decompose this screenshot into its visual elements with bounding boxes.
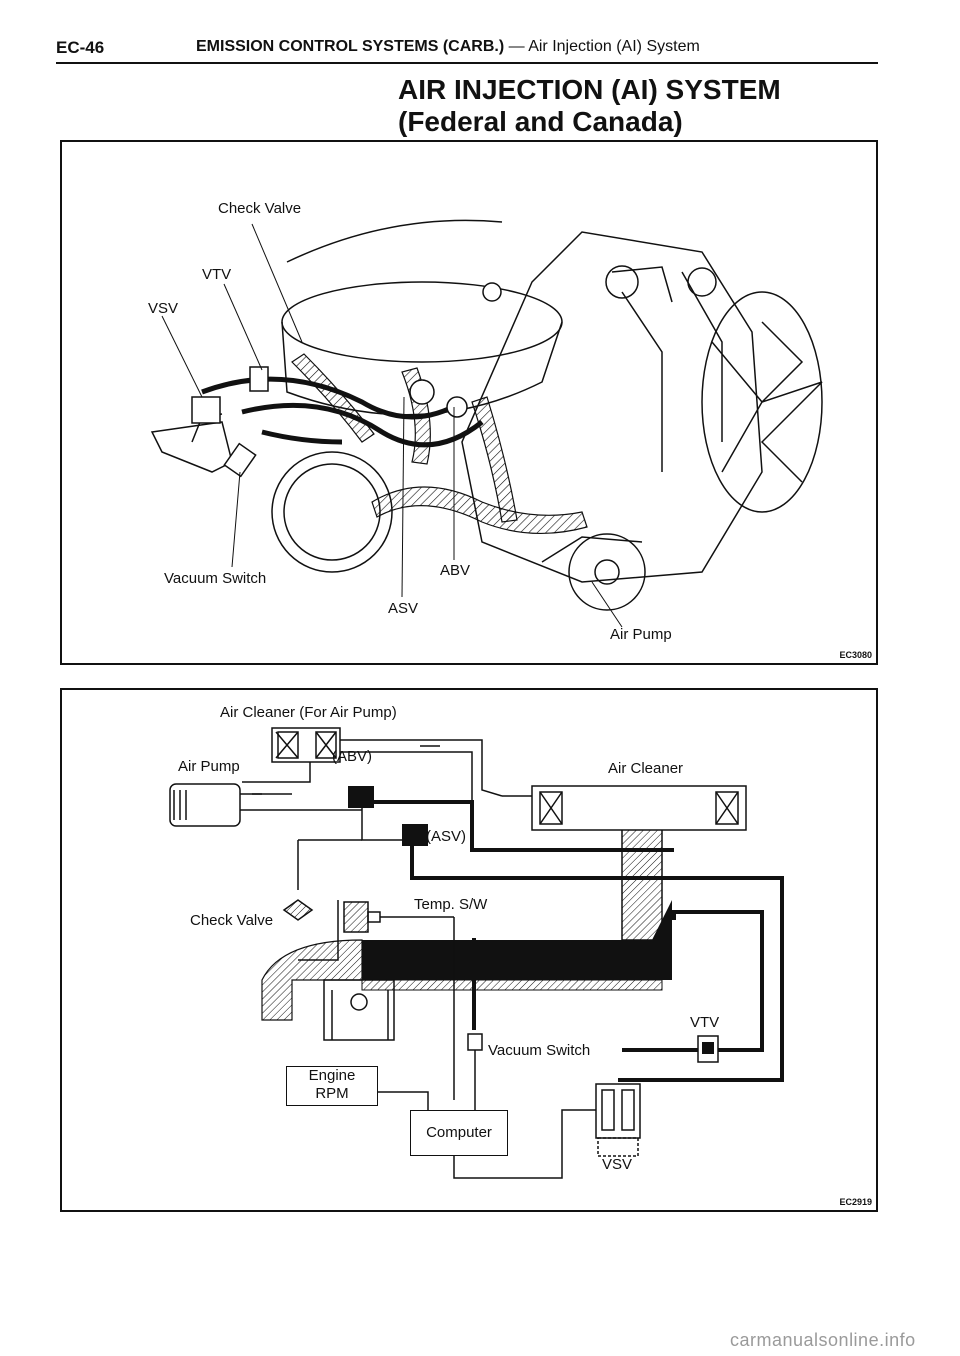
asv-body xyxy=(409,379,435,405)
label-abv-2: (ABV) xyxy=(332,748,373,765)
oil-cap xyxy=(605,265,639,299)
temp-switch-schematic xyxy=(343,901,455,1100)
section-title: EMISSION CONTROL SYSTEMS (CARB.) — Air I… xyxy=(196,38,700,56)
page-title: AIR INJECTION (AI) SYSTEM (Federal and C… xyxy=(398,74,781,138)
label-air-pump-2: Air Pump xyxy=(178,758,240,775)
air-cleaner-canister xyxy=(271,451,393,573)
vsv-schematic xyxy=(453,1083,641,1179)
title-line-2: (Federal and Canada) xyxy=(398,106,683,137)
vacuum-switch-body xyxy=(223,442,257,478)
vtv-schematic xyxy=(697,1035,719,1063)
vtv-body xyxy=(249,366,269,392)
label-check-valve: Check Valve xyxy=(218,200,302,217)
label-vacuum-switch-2: Vacuum Switch xyxy=(488,1042,591,1059)
label-temp-switch: Temp. S/W xyxy=(414,896,488,913)
air-pump-pulley xyxy=(568,533,646,611)
air-pump-schematic xyxy=(169,783,362,827)
engine-cylinder xyxy=(282,899,395,1041)
label-air-cleaner: Air Cleaner xyxy=(608,760,684,777)
rpm-label: RPM xyxy=(315,1085,349,1102)
intake-manifold xyxy=(261,900,672,1021)
label-air-pump: Air Pump xyxy=(610,626,672,643)
page-code: EC-46 xyxy=(56,38,105,57)
computer-label: Computer xyxy=(426,1124,492,1141)
air-cleaner-lid xyxy=(281,281,563,363)
main-air-cleaner xyxy=(502,785,747,941)
vacuum-hoses xyxy=(201,376,484,448)
label-asv-2: (ASV) xyxy=(426,828,467,845)
figure-code-2: EC2919 xyxy=(839,1197,872,1207)
label-abv: ABV xyxy=(440,562,471,579)
label-vsv: VSV xyxy=(148,300,179,317)
label-check-valve-2: Check Valve xyxy=(190,912,274,929)
label-air-cleaner-for-pump: Air Cleaner (For Air Pump) xyxy=(220,704,397,721)
section-title-rest: — Air Injection (AI) System xyxy=(508,38,700,55)
vsv-body xyxy=(191,396,221,424)
label-vtv-2: VTV xyxy=(690,1014,720,1031)
computer-box: Computer xyxy=(410,1110,508,1156)
system-schematic-panel: Air Cleaner (For Air Pump) Air Pump (ABV… xyxy=(60,688,878,1212)
abv-body xyxy=(446,396,468,418)
label-vacuum-switch: Vacuum Switch xyxy=(164,570,267,587)
vacuum-switch-schematic xyxy=(467,1033,483,1090)
label-vsv-2: VSV xyxy=(602,1156,633,1173)
engine-rpm-box: Engine RPM xyxy=(286,1066,378,1106)
header-rule xyxy=(56,62,878,64)
engine-label: Engine xyxy=(308,1067,356,1084)
engine-illustration-panel: Check Valve VTV VSV Vacuum Switch ABV AS… xyxy=(60,140,878,665)
engine-illustration xyxy=(150,219,823,628)
pump-air-cleaner xyxy=(242,727,503,800)
label-asv: ASV xyxy=(388,600,419,617)
system-schematic xyxy=(169,727,784,1179)
check-valve-body xyxy=(482,282,502,302)
watermark: carmanualsonline.info xyxy=(730,1330,916,1350)
label-vtv: VTV xyxy=(202,266,232,283)
title-line-1: AIR INJECTION (AI) SYSTEM xyxy=(398,74,781,105)
section-title-bold: EMISSION CONTROL SYSTEMS (CARB.) xyxy=(196,38,505,55)
figure-code: EC3080 xyxy=(839,650,872,660)
cooling-fan xyxy=(701,291,823,513)
page-header: EC-46 EMISSION CONTROL SYSTEMS (CARB.) —… xyxy=(56,38,878,64)
